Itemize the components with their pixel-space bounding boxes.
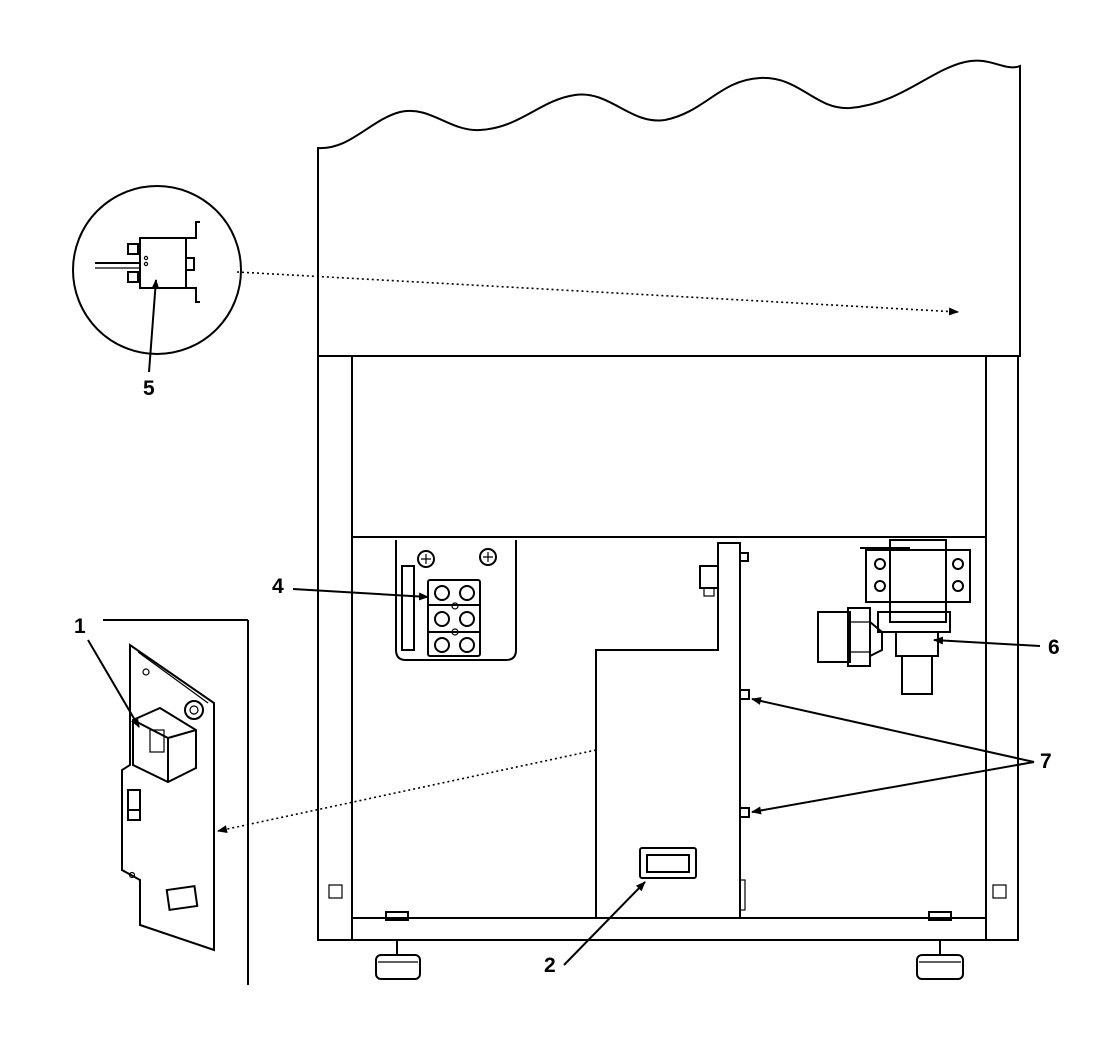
right-post xyxy=(985,356,1019,941)
cabinet xyxy=(317,59,1021,980)
callout-2: 2 xyxy=(544,954,556,977)
leader-lines xyxy=(87,271,1041,966)
leader-6 xyxy=(933,636,1041,647)
callout-6: 6 xyxy=(1048,636,1060,659)
leader-7b xyxy=(751,761,1035,815)
callout-5: 5 xyxy=(143,377,155,400)
callout-4: 4 xyxy=(272,575,284,598)
leader-7a xyxy=(751,697,1035,763)
cabinet-upper-panel xyxy=(317,59,1021,357)
detail-circle-5 xyxy=(72,185,242,355)
callout-1: 1 xyxy=(74,615,86,638)
leader-2 xyxy=(563,881,646,966)
pointer-board xyxy=(217,749,597,834)
rocker-switch xyxy=(639,847,697,879)
left-foot xyxy=(375,911,421,980)
control-board-detail xyxy=(103,619,249,985)
leader-4 xyxy=(292,588,429,601)
cabinet-base xyxy=(352,917,986,941)
water-valve xyxy=(817,539,971,695)
right-post-hole xyxy=(992,884,1007,899)
right-foot xyxy=(916,911,964,980)
callout-7: 7 xyxy=(1040,750,1052,773)
terminal-block xyxy=(395,540,517,661)
leader-1 xyxy=(87,639,140,728)
control-bracket xyxy=(595,542,750,918)
left-post-hole xyxy=(328,884,343,899)
pointer-detail-5 xyxy=(236,271,959,316)
left-post xyxy=(317,356,353,941)
leader-5 xyxy=(148,279,160,373)
